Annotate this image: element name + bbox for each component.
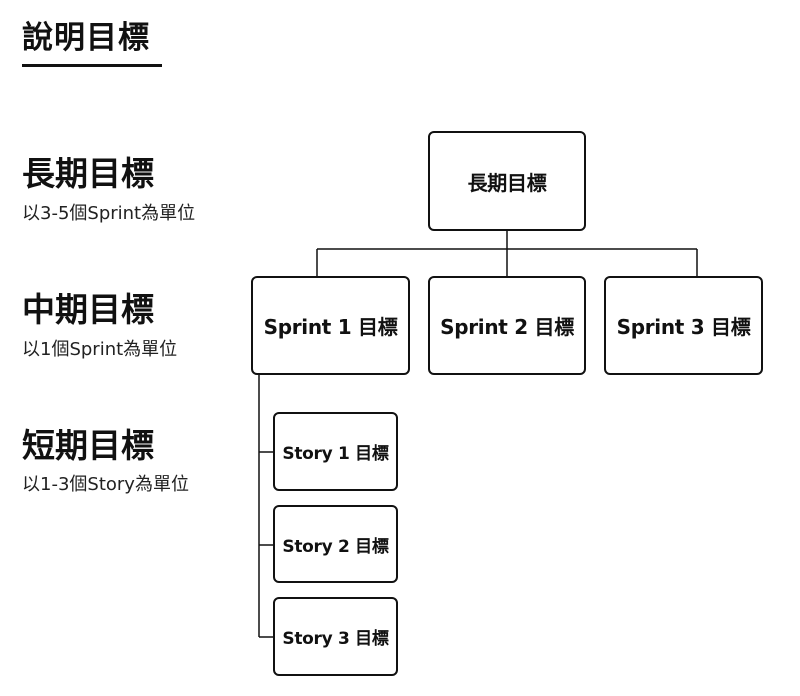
node-sprint-3-goal: Sprint 3 目標 [604,276,763,375]
node-label: Sprint 1 目標 [263,315,398,339]
level-heading-mid-term: 中期目標 [22,290,154,329]
level-description-long-term: 以3-5個Sprint為單位 [22,203,196,224]
node-label: Sprint 3 目標 [616,315,751,339]
page-title: 說明目標 [22,20,150,56]
node-label: Story 2 目標 [282,536,389,557]
title-underline [22,64,162,67]
node-long-term-goal: 長期目標 [428,131,586,231]
node-label: Story 1 目標 [282,444,389,464]
level-heading-long-term: 長期目標 [22,154,154,193]
node-sprint-2-goal: Sprint 2 目標 [428,276,586,375]
node-label: 長期目標 [467,170,547,195]
node-sprint-1-goal: Sprint 1 目標 [251,276,410,375]
level-description-mid-term: 以1個Sprint為單位 [22,339,178,360]
node-label: Story 3 目標 [282,629,389,649]
level-heading-short-term: 短期目標 [22,426,154,465]
node-story-1-goal: Story 1 目標 [273,412,398,491]
node-story-2-goal: Story 2 目標 [273,505,398,583]
level-description-short-term: 以1-3個Story為單位 [22,474,189,495]
node-label: Sprint 2 目標 [440,315,574,339]
node-story-3-goal: Story 3 目標 [273,597,398,676]
